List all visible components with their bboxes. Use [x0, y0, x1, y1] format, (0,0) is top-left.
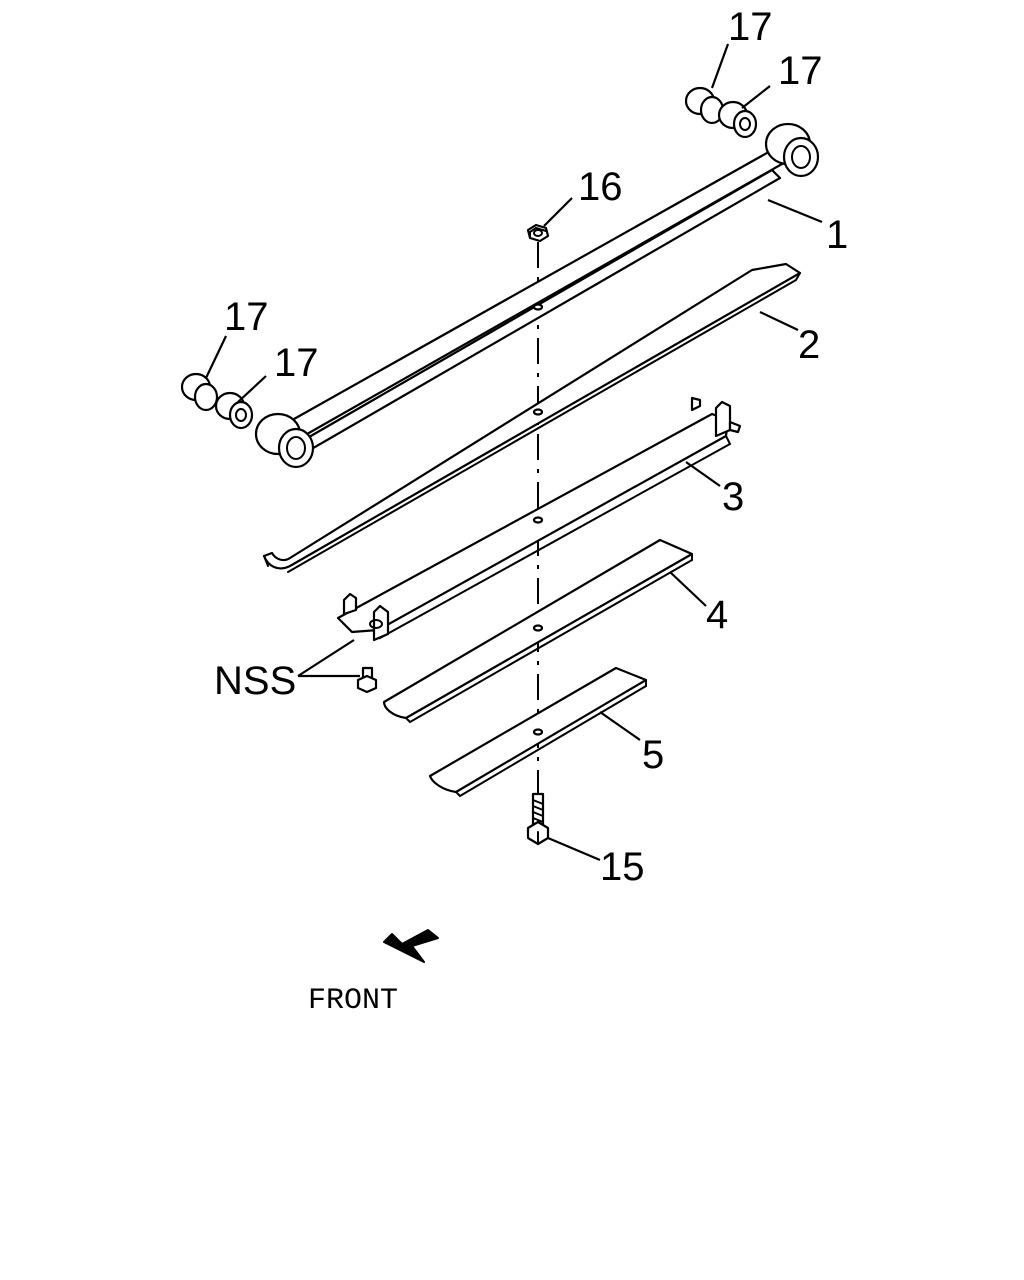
center-nut [526, 223, 550, 243]
bushing-left-a [180, 372, 219, 412]
fourth-leaf [382, 538, 694, 724]
callout-16: 16 [578, 165, 623, 209]
center-hole [532, 303, 544, 311]
callout-3: 3 [722, 475, 744, 519]
center-hole [532, 408, 544, 416]
callout-5: 5 [642, 733, 664, 777]
bushing-top-b [717, 100, 758, 139]
callout-4: 4 [706, 593, 728, 637]
fifth-leaf [428, 666, 648, 798]
front-spring-eye [254, 412, 315, 469]
callout-17-top-b: 17 [778, 49, 823, 93]
nss-clip-bolt [356, 666, 378, 694]
front-arrow-icon [383, 929, 439, 963]
callout-nss: NSS [214, 659, 296, 703]
second-leaf [262, 262, 802, 573]
callout-17-top-a: 17 [728, 5, 773, 49]
bushing-top-a [684, 86, 725, 125]
center-bolt [526, 792, 550, 846]
front-label: FRONT [308, 984, 398, 1018]
callout-2: 2 [798, 323, 820, 367]
bushing-left-b [214, 391, 254, 430]
callout-17-left-b: 17 [274, 341, 319, 385]
callout-1: 1 [826, 213, 848, 257]
center-hole [532, 728, 544, 736]
main-leaf-spring [254, 122, 820, 469]
third-leaf-with-clips [336, 396, 742, 642]
leader-lines [205, 43, 823, 862]
rear-spring-eye [764, 122, 820, 178]
center-hole [532, 624, 544, 632]
callout-15: 15 [600, 845, 645, 889]
callout-17-left-a: 17 [224, 295, 269, 339]
center-hole [532, 516, 544, 524]
